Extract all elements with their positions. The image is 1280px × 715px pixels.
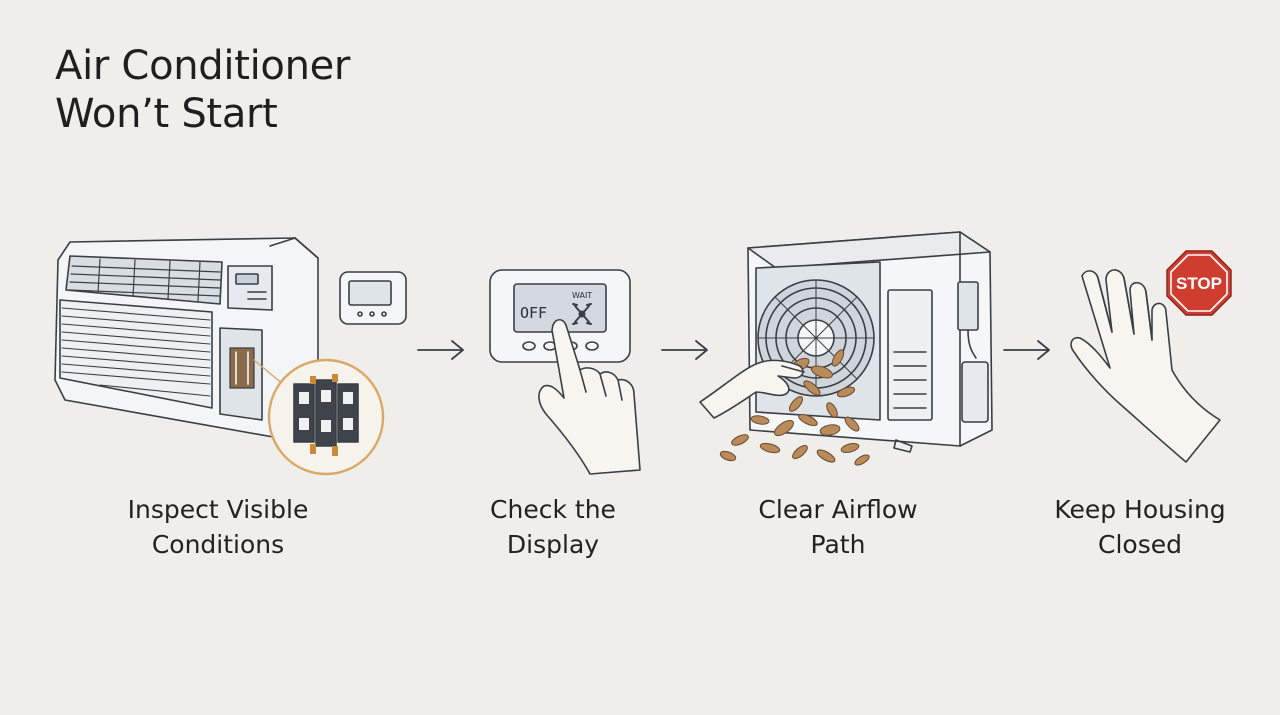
- title-line-2: Won’t Start: [55, 91, 278, 137]
- thermostat-display-icon: [489, 269, 631, 363]
- step-1-label-line-2: Conditions: [151, 530, 285, 559]
- step-4-label-line-2: Closed: [1098, 530, 1182, 559]
- stop-sign-text: STOP: [1176, 274, 1222, 293]
- arrow-right-icon: [1003, 340, 1050, 360]
- pointing-hand-icon: [538, 318, 641, 475]
- step-3-label-line-2: Path: [810, 530, 866, 559]
- diagram-title: Air Conditioner Won’t Start: [55, 42, 350, 138]
- title-line-1: Air Conditioner: [55, 43, 351, 89]
- contactor-closeup-icon: [267, 358, 385, 476]
- leaves-icon: [719, 349, 870, 466]
- raised-hand-icon: [1070, 269, 1221, 463]
- step-4-label-line-1: Keep Housing: [1054, 495, 1226, 524]
- arrow-right-icon: [417, 340, 464, 360]
- step-3-label-line-1: Clear Airflow: [758, 495, 918, 524]
- step-2-label-line-1: Check the: [490, 495, 616, 524]
- display-mode-text: OFF: [520, 304, 547, 322]
- step-2-label-line-2: Display: [506, 530, 600, 559]
- step-1-label: Inspect Visible Conditions: [98, 492, 338, 562]
- step-2-label: Check the Display: [433, 492, 673, 562]
- stop-sign-icon: [1166, 250, 1232, 316]
- clearing-hand-icon: [699, 359, 805, 419]
- step-1-label-line-1: Inspect Visible: [127, 495, 309, 524]
- arrow-right-icon: [661, 340, 708, 360]
- display-status-text: WAIT: [572, 291, 592, 300]
- service-fan-icon: [572, 303, 592, 325]
- ptac-unit-icon: [54, 237, 319, 441]
- outdoor-condenser-icon: [747, 231, 993, 453]
- wall-thermostat-icon: [339, 271, 407, 325]
- step-4-label: Keep Housing Closed: [1020, 492, 1260, 562]
- step-3-label: Clear Airflow Path: [718, 492, 958, 562]
